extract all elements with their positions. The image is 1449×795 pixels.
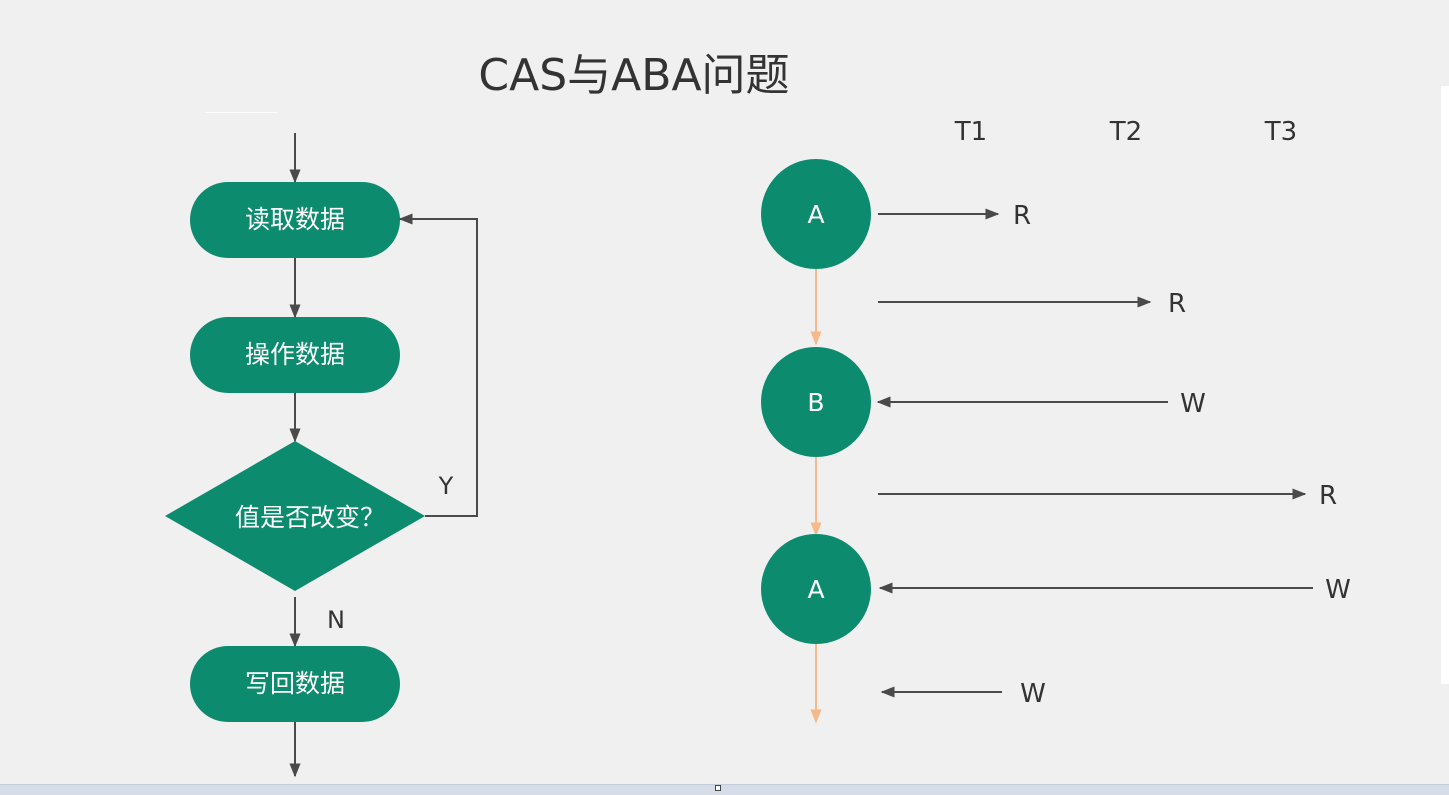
op-label-t3-read: R: [1319, 481, 1337, 511]
state-node-a1: [761, 159, 871, 269]
aba-timeline: T1 T2 T3 A B A R R W R W W: [761, 117, 1351, 724]
decision-label: 值是否改变？: [235, 503, 385, 532]
thread-label-t3: T3: [1264, 117, 1297, 147]
op-label-t1-write: W: [1020, 679, 1046, 709]
op-label-t1-read: R: [1013, 201, 1031, 231]
op-label-t3-write: W: [1325, 575, 1351, 605]
thread-label-t1: T1: [954, 117, 987, 147]
decorative-line: [205, 112, 277, 113]
yes-label: Y: [438, 472, 454, 500]
state-label-a2: A: [807, 575, 824, 604]
step-write-back-label: 写回数据: [245, 669, 345, 698]
no-label: N: [327, 606, 345, 634]
thread-label-t2: T2: [1109, 117, 1142, 147]
state-node-a2: [761, 534, 871, 644]
step-read-data-label: 读取数据: [245, 205, 345, 234]
cas-flowchart: 读取数据 操作数据 值是否改变？ Y N 写回数据: [165, 133, 478, 778]
step-read-data: [190, 182, 400, 258]
op-label-t2-read: R: [1168, 289, 1186, 319]
arrow-yes-loop: [398, 213, 478, 517]
bottom-scrollbar[interactable]: [0, 784, 1449, 795]
state-label-a1: A: [807, 200, 824, 229]
window-edge: [1441, 86, 1449, 684]
step-operate-data: [190, 317, 400, 393]
op-label-t2-write: W: [1180, 389, 1206, 419]
decision-value-changed: [165, 441, 425, 591]
scroll-handle[interactable]: [715, 785, 721, 791]
state-node-b: [761, 347, 871, 457]
state-label-b: B: [807, 388, 824, 417]
page-title: CAS与ABA问题: [478, 50, 789, 101]
step-operate-data-label: 操作数据: [245, 340, 345, 369]
step-write-back: [190, 646, 400, 722]
